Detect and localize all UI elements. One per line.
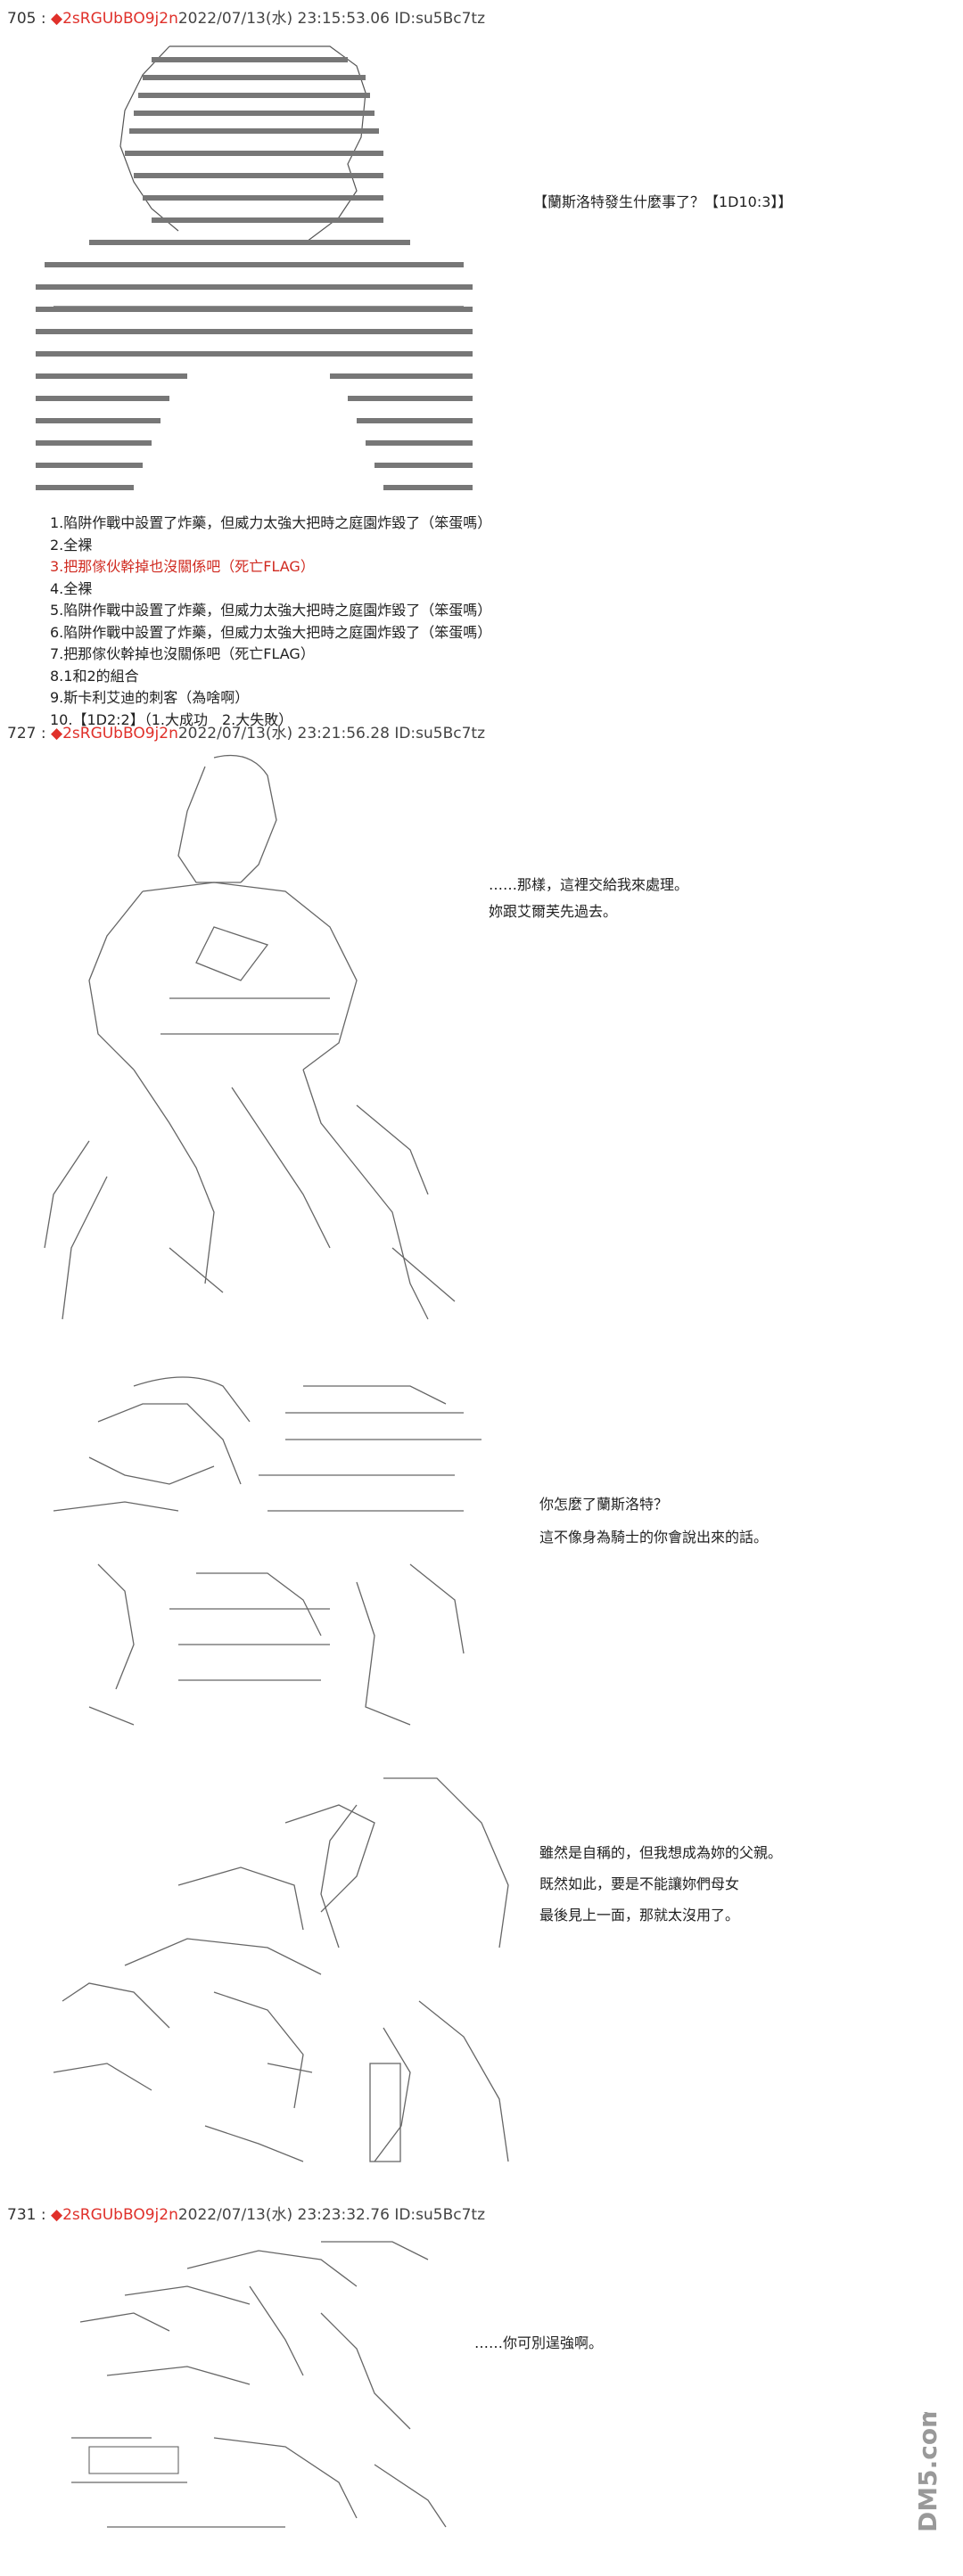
choice-item: 7.把那傢伙幹掉也沒關係吧（死亡FLAG） <box>50 645 315 662</box>
post-author[interactable]: 2sRGUbBO9j2n <box>62 2206 178 2224</box>
post-number: 731 : <box>7 2206 46 2224</box>
post-header: 731 : ◆2sRGUbBO9j2n2022/07/13(水) 23:23:3… <box>7 2202 485 2224</box>
dialogue-line: ……那樣，這裡交給我來處理。 <box>489 876 689 893</box>
dice-question: 【蘭斯洛特發生什麼事了？【1D10:3】】 <box>533 193 793 210</box>
post-id: ID:su5Bc7tz <box>394 725 486 742</box>
post-author[interactable]: 2sRGUbBO9j2n <box>62 725 178 742</box>
post-number: 727 : <box>7 725 46 742</box>
watermark-text: DM5.com <box>913 2412 942 2532</box>
ascii-art-knight <box>36 749 499 1328</box>
post-date: 2022/07/13(水) 23:15:53.06 <box>177 10 390 28</box>
diamond-icon: ◆ <box>51 725 63 742</box>
watermark-logo: DM5.com <box>910 2402 945 2540</box>
dialogue-line: 妳跟艾爾芙先過去。 <box>489 903 618 920</box>
choice-item: 9.斯卡利艾迪的刺客（為啥啊） <box>50 689 250 706</box>
dialogue-line: 既然如此，要是不能讓妳們母女 <box>539 1875 740 1892</box>
dialogue-line: ……你可別逞強啊。 <box>474 2334 604 2351</box>
post-date: 2022/07/13(水) 23:23:32.76 <box>177 2206 390 2224</box>
choice-item: 2.全裸 <box>50 536 93 554</box>
post-number: 705 : <box>7 10 46 28</box>
post-author[interactable]: 2sRGUbBO9j2n <box>62 10 178 28</box>
choice-item: 5.陷阱作戰中設置了炸藥，但威力太強大把時之庭園炸毀了（笨蛋嗎） <box>50 602 492 619</box>
choice-item-selected: 3.把那傢伙幹掉也沒關係吧（死亡FLAG） <box>50 558 315 575</box>
diamond-icon: ◆ <box>51 10 63 28</box>
choice-item: 10.【1D2:2】（1.大成功 2.大失敗） <box>50 710 293 728</box>
choice-item: 4.全裸 <box>50 579 93 597</box>
post-id: ID:su5Bc7tz <box>394 10 486 28</box>
choice-list: 1.陷阱作戰中設置了炸藥，但威力太強大把時之庭園炸毀了（笨蛋嗎） 2.全裸 3.… <box>50 513 491 731</box>
dialogue-line: 這不像身為騎士的你會說出來的話。 <box>539 1529 769 1546</box>
choice-item: 6.陷阱作戰中設置了炸藥，但威力太強大把時之庭園炸毀了（笨蛋嗎） <box>50 623 492 641</box>
post-header: 727 : ◆2sRGUbBO9j2n2022/07/13(水) 23:21:5… <box>7 720 485 742</box>
ascii-art-figure-4 <box>54 2233 473 2545</box>
ascii-art-figure-1 <box>36 39 499 503</box>
post-header: 705 : ◆2sRGUbBO9j2n2022/07/13(水) 23:15:5… <box>7 5 485 28</box>
dialogue-line: 最後見上一面，那就太沒用了。 <box>539 1907 740 1924</box>
ascii-art-figure-3 <box>36 1769 517 2188</box>
choice-item: 8.1和2的組合 <box>50 667 139 685</box>
post-id: ID:su5Bc7tz <box>394 2206 486 2224</box>
ascii-art-figure-2 <box>36 1368 517 1752</box>
diamond-icon: ◆ <box>51 2206 63 2224</box>
dialogue-line: 雖然是自稱的，但我想成為妳的父親。 <box>539 1844 783 1861</box>
dialogue-line: 你怎麼了蘭斯洛特？ <box>539 1496 669 1513</box>
post-date: 2022/07/13(水) 23:21:56.28 <box>177 725 390 742</box>
choice-item: 1.陷阱作戰中設置了炸藥，但威力太強大把時之庭園炸毀了（笨蛋嗎） <box>50 514 492 531</box>
